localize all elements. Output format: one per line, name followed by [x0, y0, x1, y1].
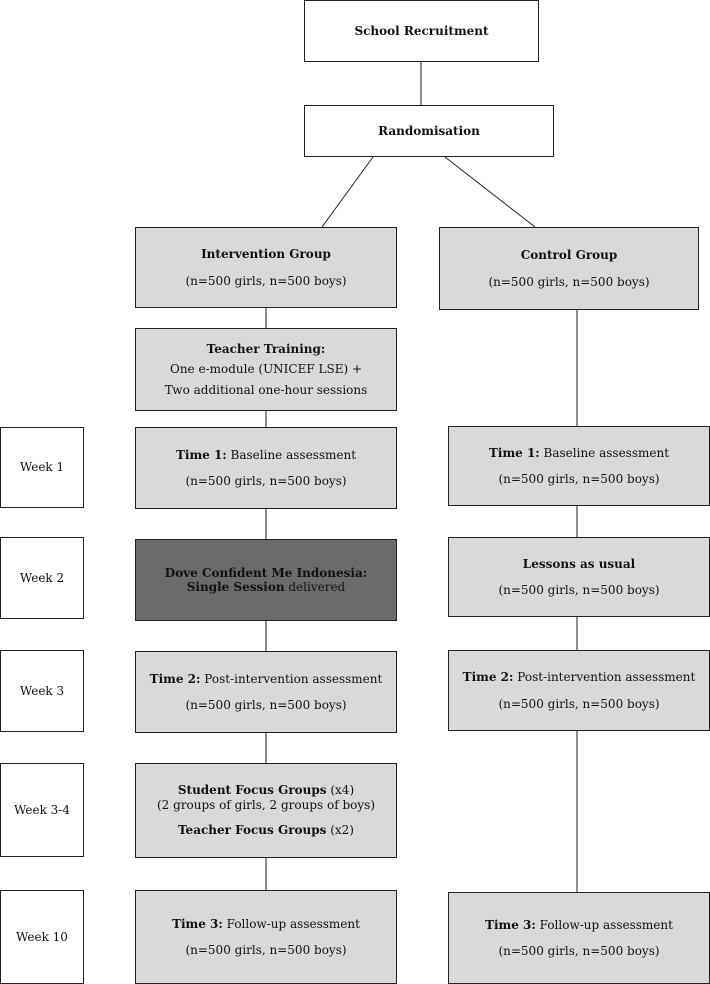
single-session-bold: Dove Confident Me Indonesia: Single Sess…: [164, 565, 368, 594]
randomisation-label: Randomisation: [378, 123, 480, 138]
teacher-focus-groups-heading: Teacher Focus Groups (x2): [178, 823, 354, 838]
week-3-label: Week 3: [19, 683, 65, 698]
control-time1-box: Time 1: Baseline assessment (n=500 girls…: [448, 426, 710, 506]
single-session-box: Dove Confident Me Indonesia: Single Sess…: [135, 539, 397, 621]
teacher-focus-groups-text: (x2): [326, 823, 354, 837]
intervention-time1-heading: Time 1: Baseline assessment: [176, 447, 356, 463]
intervention-time1-n: (n=500 girls, n=500 boys): [185, 474, 347, 488]
intervention-time3-n: (n=500 girls, n=500 boys): [185, 943, 347, 957]
intervention-time2-text: Post-intervention assessment: [200, 671, 383, 686]
student-focus-groups-bold: Student Focus Groups: [177, 783, 327, 797]
school-recruitment-box: School Recruitment: [304, 0, 539, 62]
control-time1-heading: Time 1: Baseline assessment: [489, 445, 669, 461]
intervention-time2-bold: Time 2:: [149, 671, 201, 686]
lessons-as-usual-title: Lessons as usual: [522, 556, 636, 571]
intervention-group-box: Intervention Group (n=500 girls, n=500 b…: [135, 227, 397, 308]
week-label: Week 2: [0, 537, 84, 619]
teacher-training-line1: One e-module (UNICEF LSE) +: [169, 362, 363, 377]
intervention-time2-n: (n=500 girls, n=500 boys): [185, 698, 347, 712]
lessons-as-usual-box: Lessons as usual (n=500 girls, n=500 boy…: [448, 537, 710, 617]
week-3-4-label: Week 3-4: [14, 802, 70, 817]
student-focus-groups-heading: Student Focus Groups (x4): [178, 783, 354, 798]
control-time3-text: Follow-up assessment: [535, 917, 673, 932]
control-group-box: Control Group (n=500 girls, n=500 boys): [439, 227, 699, 310]
intervention-group-n: (n=500 girls, n=500 boys): [185, 273, 347, 288]
control-group-title: Control Group: [520, 248, 618, 263]
control-time2-text: Post-intervention assessment: [513, 670, 696, 685]
week-label: Week 3: [0, 650, 84, 732]
intervention-time3-heading: Time 3: Follow-up assessment: [172, 916, 360, 932]
control-group-n: (n=500 girls, n=500 boys): [488, 274, 650, 289]
control-time1-text: Baseline assessment: [539, 445, 670, 460]
intervention-time2-box: Time 2: Post-intervention assessment (n=…: [135, 651, 397, 733]
school-recruitment-label: School Recruitment: [354, 23, 489, 38]
teacher-training-line2: Two additional one-hour sessions: [164, 382, 368, 397]
student-focus-groups-detail: (2 groups of girls, 2 groups of boys): [157, 798, 375, 812]
intervention-time2-heading: Time 2: Post-intervention assessment: [150, 671, 383, 687]
connector-random-control: [444, 156, 536, 228]
week-1-label: Week 1: [19, 460, 65, 475]
control-time1-bold: Time 1:: [488, 445, 540, 460]
control-time1-n: (n=500 girls, n=500 boys): [498, 472, 660, 486]
week-10-label: Week 10: [16, 929, 68, 944]
control-time2-n: (n=500 girls, n=500 boys): [498, 696, 660, 711]
lessons-as-usual-n: (n=500 girls, n=500 boys): [498, 583, 660, 597]
single-session-heading: Dove Confident Me Indonesia: Single Sess…: [136, 566, 396, 595]
control-time3-box: Time 3: Follow-up assessment (n=500 girl…: [448, 892, 710, 984]
week-label: Week 3-4: [0, 763, 84, 857]
student-focus-groups-text: (x4): [326, 783, 355, 797]
week-label: Week 1: [0, 427, 84, 508]
intervention-time1-bold: Time 1:: [175, 447, 227, 462]
teacher-training-title: Teacher Training:: [206, 341, 326, 356]
control-time3-bold: Time 3:: [485, 917, 536, 932]
teacher-training-box: Teacher Training: One e-module (UNICEF L…: [135, 328, 397, 411]
intervention-group-title: Intervention Group: [201, 247, 331, 262]
randomisation-box: Randomisation: [304, 105, 554, 157]
control-time2-box: Time 2: Post-intervention assessment (n=…: [448, 650, 710, 731]
intervention-time3-text: Follow-up assessment: [222, 916, 360, 931]
single-session-text: delivered: [284, 580, 346, 594]
control-time2-heading: Time 2: Post-intervention assessment: [463, 669, 696, 685]
week-label: Week 10: [0, 890, 84, 984]
control-time3-heading: Time 3: Follow-up assessment: [485, 917, 673, 933]
intervention-time1-box: Time 1: Baseline assessment (n=500 girls…: [135, 427, 397, 509]
week-2-label: Week 2: [19, 570, 65, 585]
focus-groups-box: Student Focus Groups (x4) (2 groups of g…: [135, 763, 397, 858]
control-time2-bold: Time 2:: [462, 670, 514, 685]
connector-random-intervention: [321, 156, 374, 228]
intervention-time3-box: Time 3: Follow-up assessment (n=500 girl…: [135, 890, 397, 984]
control-time3-n: (n=500 girls, n=500 boys): [498, 944, 660, 958]
intervention-time1-text: Baseline assessment: [226, 447, 357, 462]
intervention-time3-bold: Time 3:: [172, 916, 223, 931]
teacher-focus-groups-bold: Teacher Focus Groups: [178, 823, 327, 837]
